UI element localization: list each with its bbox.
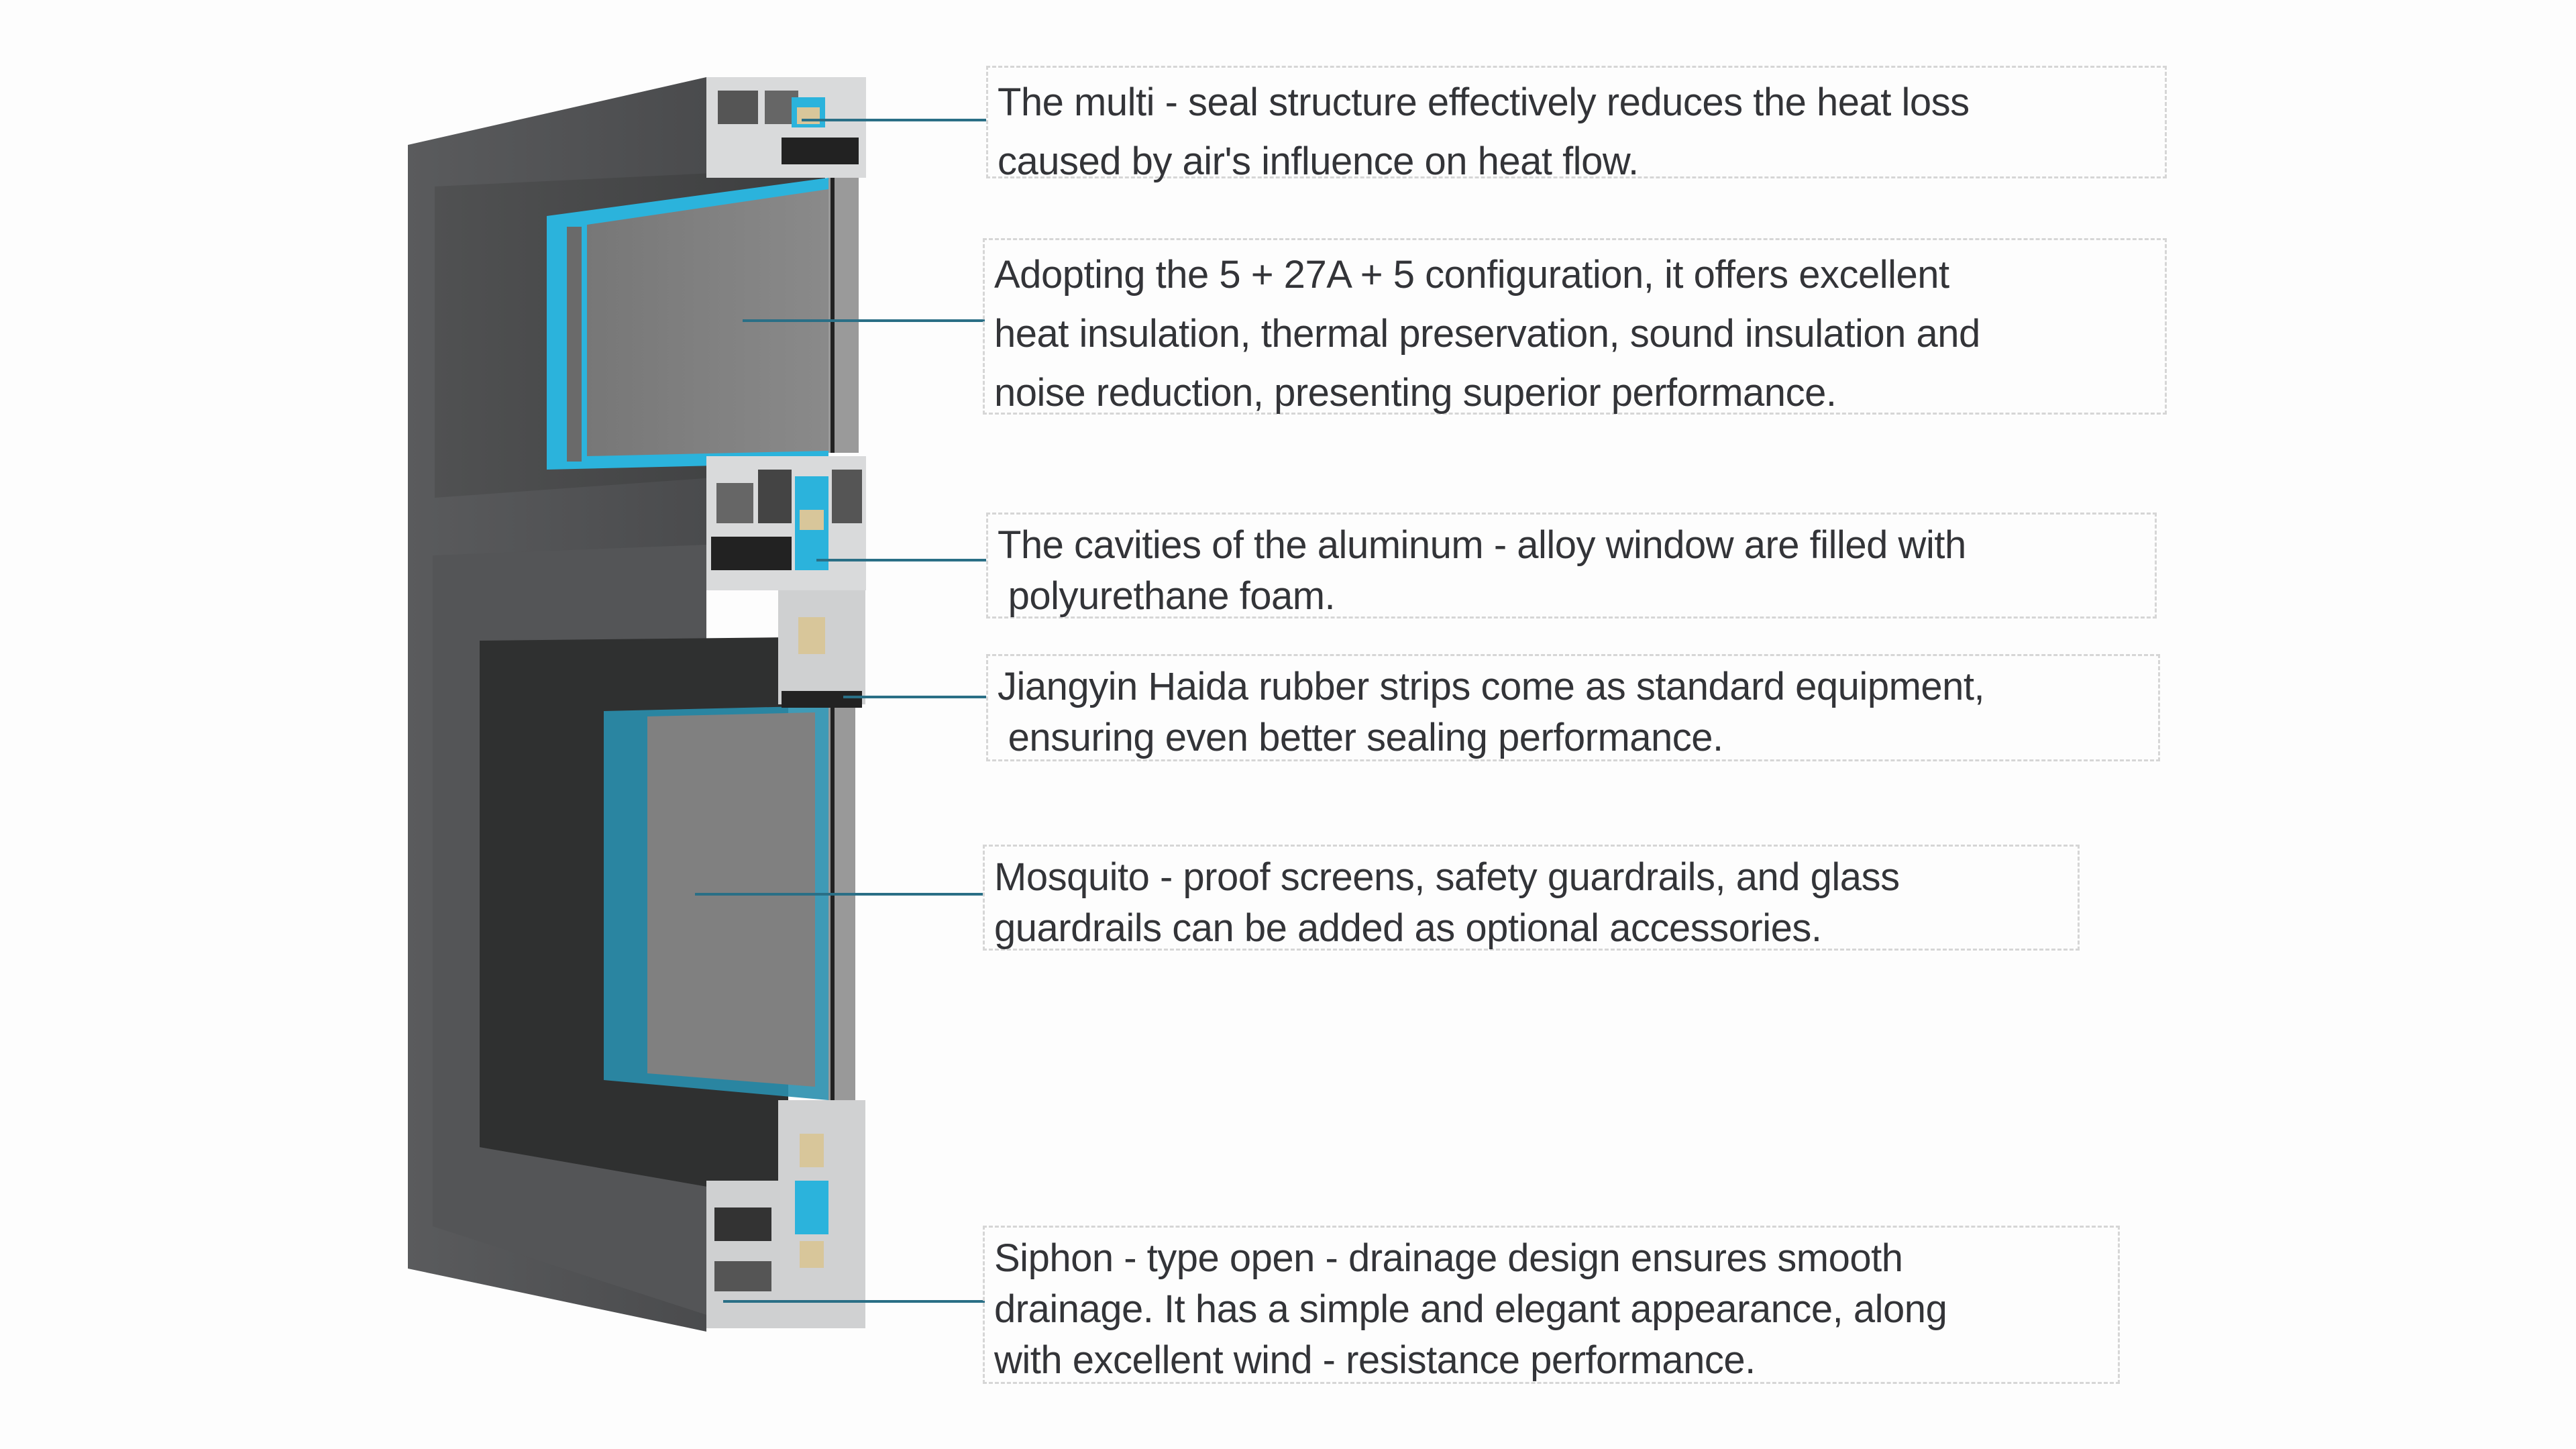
- annotation-line: The multi - seal structure effectively r…: [998, 80, 1970, 124]
- lower-glass: [647, 712, 815, 1087]
- leader-lines: [695, 119, 986, 1303]
- annotation-line: Siphon - type open - drainage design ens…: [994, 1236, 1903, 1280]
- upper-glass: [587, 189, 828, 456]
- annotation-line: Jiangyin Haida rubber strips come as sta…: [998, 665, 1985, 708]
- annotation-line: The cavities of the aluminum - alloy win…: [998, 523, 1966, 567]
- annotation-line: ensuring even better sealing performance…: [998, 716, 1724, 759]
- annotation-glass-config: Adopting the 5 + 27A + 5 configuration, …: [983, 238, 2167, 415]
- annotation-line: polyurethane foam.: [998, 574, 1336, 618]
- annotation-drainage: Siphon - type open - drainage design ens…: [983, 1226, 2120, 1384]
- annotation-accessories: Mosquito - proof screens, safety guardra…: [983, 845, 2080, 951]
- annotation-line: guardrails can be added as optional acce…: [994, 906, 1822, 950]
- annotation-line: Mosquito - proof screens, safety guardra…: [994, 855, 1900, 899]
- annotation-line: with excellent wind - resistance perform…: [994, 1338, 1756, 1382]
- annotation-line: Adopting the 5 + 27A + 5 configuration, …: [994, 253, 1949, 297]
- annotation-line: caused by air's influence on heat flow.: [998, 140, 1639, 183]
- annotation-line: drainage. It has a simple and elegant ap…: [994, 1287, 1947, 1331]
- annotation-line: heat insulation, thermal preservation, s…: [994, 312, 1980, 356]
- annotation-foam-filled: The cavities of the aluminum - alloy win…: [986, 513, 2157, 619]
- annotation-rubber-strips: Jiangyin Haida rubber strips come as sta…: [986, 654, 2160, 761]
- profile-sections: [706, 77, 866, 1328]
- annotation-line: noise reduction, presenting superior per…: [994, 371, 1837, 415]
- annotation-multi-seal: The multi - seal structure effectively r…: [986, 66, 2167, 183]
